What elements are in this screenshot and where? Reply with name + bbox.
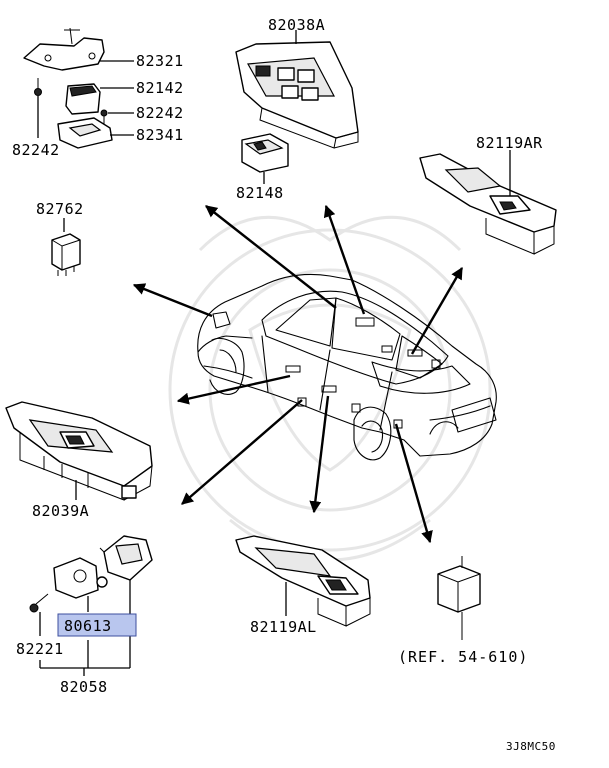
label-82119AR: 82119AR (476, 134, 543, 152)
reference-note: (REF. 54-610) (398, 648, 528, 666)
label-82038A: 82038A (268, 16, 325, 34)
switch-82142 (65, 83, 134, 115)
watermark-emblem (168, 215, 492, 562)
switch-panel-82119AL (235, 535, 371, 627)
label-82221: 82221 (16, 640, 64, 658)
diagram-code: 3J8MC50 (506, 740, 556, 753)
assembly-82058-leaders (39, 640, 130, 676)
screw-82242-right (100, 109, 134, 124)
highlight-80613[interactable]: 80613 (57, 613, 137, 637)
label-82039A: 82039A (32, 502, 89, 520)
bracket-82321 (23, 27, 134, 71)
bezel-82341 (57, 117, 134, 149)
label-82058: 82058 (60, 678, 108, 696)
label-82142: 82142 (136, 79, 184, 97)
switch-82148 (241, 133, 289, 184)
label-82762: 82762 (36, 200, 84, 218)
label-82242-left: 82242 (12, 141, 60, 159)
screw-82242-left (34, 78, 42, 138)
part-labels: 82321 82142 82242 82341 82242 82038A 821… (12, 16, 556, 753)
label-80613[interactable]: 80613 (64, 617, 112, 635)
vehicle-outline (197, 273, 497, 461)
master-switch-82038A (235, 30, 359, 149)
switch-panel-82039A (5, 401, 153, 501)
label-82321: 82321 (136, 52, 184, 70)
label-82242-right: 82242 (136, 104, 184, 122)
label-82119AL: 82119AL (250, 618, 317, 636)
callout-arrows (132, 204, 464, 544)
cover-80613 (53, 557, 108, 612)
label-82148: 82148 (236, 184, 284, 202)
relay-ref-54-610 (437, 556, 481, 640)
highlight-box (57, 613, 137, 637)
label-82341: 82341 (136, 126, 184, 144)
relay-82762 (51, 218, 81, 276)
switch-panel-82119AR (419, 150, 557, 255)
bracket-switch-80613 (99, 535, 153, 668)
screw-82221 (29, 593, 49, 636)
